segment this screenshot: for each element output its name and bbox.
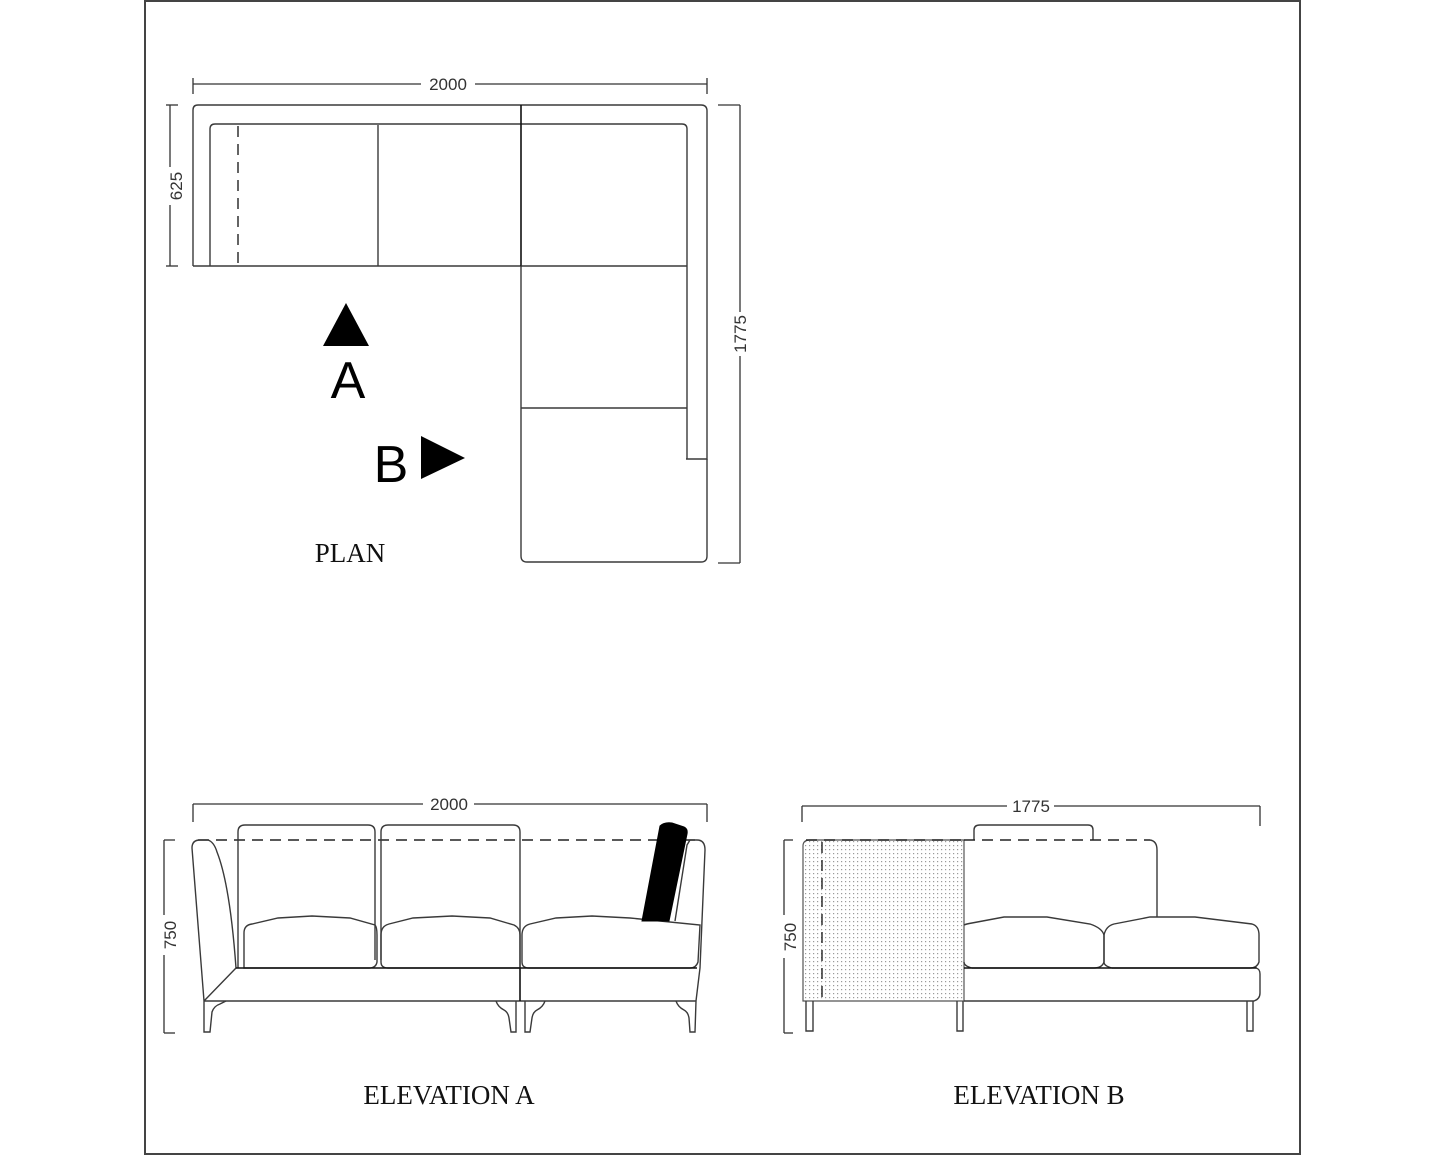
arrow-up-icon: [323, 303, 369, 346]
elevation-b-view: 1775 750 ELEVATION B: [781, 797, 1261, 1110]
elevation-a-view: 2000 750: [161, 795, 708, 1110]
elevation-b-width-label: 1775: [1012, 797, 1050, 816]
arrow-right-icon: [421, 436, 465, 479]
elevation-a-legs: [203, 1000, 697, 1033]
plan-sofa-outline: [192, 104, 708, 563]
plan-width-dimension: 2000: [192, 75, 708, 94]
elevation-a-width-label: 2000: [430, 795, 468, 814]
elevation-a-width-dimension: 2000: [192, 795, 708, 822]
section-marker-a: A: [323, 303, 369, 410]
sheet-frame: [144, 0, 1301, 1155]
plan-view: 2000 625 1775: [166, 75, 750, 568]
section-marker-a-label: A: [331, 352, 366, 410]
elevation-b-title: ELEVATION B: [953, 1080, 1124, 1110]
section-marker-b-label: B: [374, 436, 409, 494]
hatched-chaise-side: [802, 839, 965, 1002]
section-marker-b: B: [374, 436, 465, 494]
bolster-pillow: [641, 822, 688, 922]
elevation-a-height-dimension: 750: [161, 839, 180, 1034]
plan-length-dimension: 1775: [718, 104, 750, 564]
plan-depth-dimension: 625: [166, 104, 186, 267]
plan-title: PLAN: [315, 538, 386, 568]
elevation-b-legs: [805, 1001, 1254, 1032]
elevation-b-height-dimension: 750: [781, 839, 800, 1034]
elevation-b-width-dimension: 1775: [801, 797, 1261, 826]
plan-width-label: 2000: [429, 75, 467, 94]
elevation-a-title: ELEVATION A: [363, 1080, 535, 1110]
plan-length-label: 1775: [731, 315, 750, 353]
plan-depth-label: 625: [167, 172, 186, 200]
elevation-b-height-label: 750: [781, 923, 800, 951]
elevation-a-height-label: 750: [161, 921, 180, 949]
